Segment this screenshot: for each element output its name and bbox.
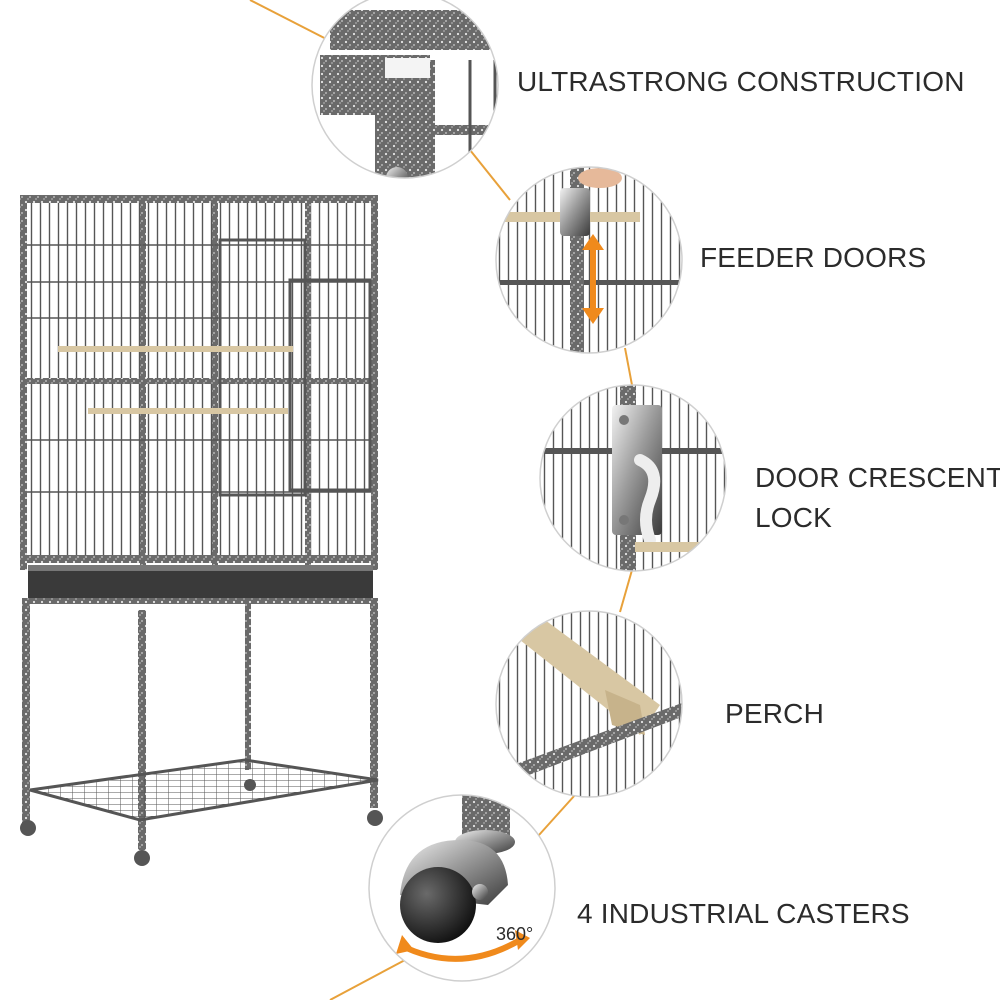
connector-lines xyxy=(249,0,633,1000)
feature-label-crescent-lock: DOOR CRESCENT LOCK xyxy=(755,458,1000,538)
feature-label-casters: 4 INDUSTRIAL CASTERS xyxy=(577,894,910,934)
feature-label-construction: ULTRASTRONG CONSTRUCTION xyxy=(517,62,965,102)
feature-label-text-line2: LOCK xyxy=(755,502,833,533)
rotation-label: 360° xyxy=(496,924,533,944)
feature-label-text-line1: DOOR CRESCENT xyxy=(755,462,1000,493)
crescent-lock-closeup-icon xyxy=(539,384,727,572)
feature-label-text: ULTRASTRONG CONSTRUCTION xyxy=(517,66,965,97)
feature-label-text: FEEDER DOORS xyxy=(700,242,927,273)
feature-label-text: PERCH xyxy=(725,698,825,729)
feature-label-text: 4 INDUSTRIAL CASTERS xyxy=(577,898,910,929)
feature-label-perch: PERCH xyxy=(725,694,824,734)
frame-corner-closeup-icon xyxy=(311,0,499,179)
caster-wheel-closeup-icon: 360° xyxy=(368,794,556,982)
feature-label-feeder-doors: FEEDER DOORS xyxy=(700,238,926,278)
bird-cage xyxy=(20,195,383,866)
feeder-door-closeup-icon xyxy=(495,166,683,354)
wooden-perch-closeup-icon xyxy=(495,610,683,798)
